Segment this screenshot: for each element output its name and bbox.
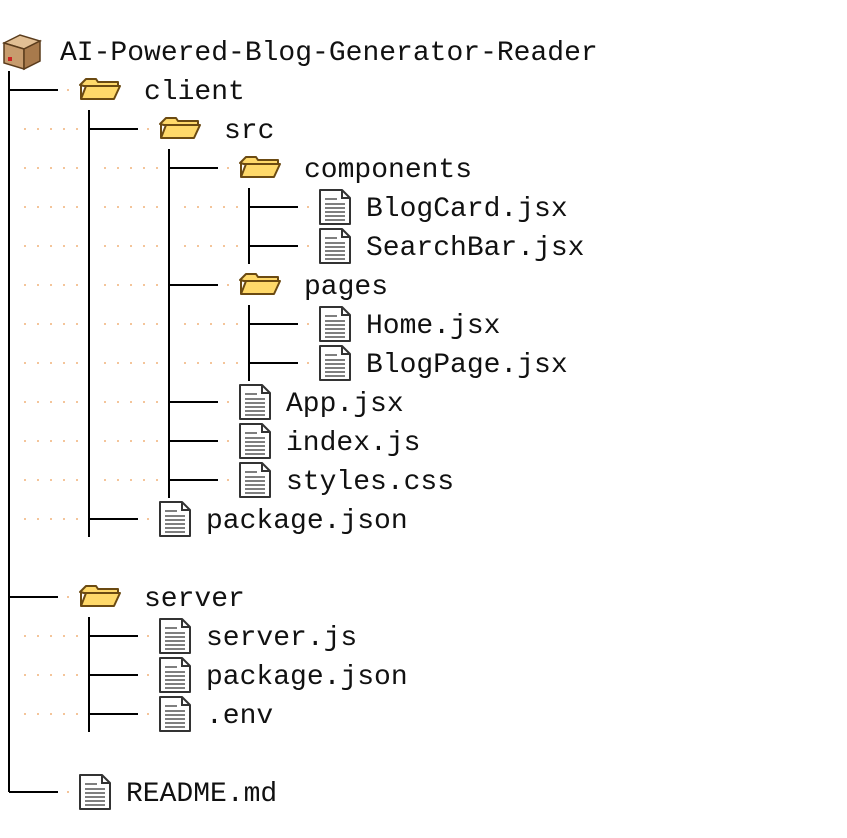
file-node-server-js: server.js — [159, 618, 357, 654]
node-label: App.jsx — [286, 389, 404, 420]
file-icon — [319, 189, 351, 225]
folder-icon — [79, 78, 121, 100]
node-label: BlogCard.jsx — [366, 194, 568, 225]
folder-node-src: src — [159, 116, 274, 147]
file-icon — [79, 774, 111, 810]
node-label: styles.css — [286, 467, 454, 498]
file-node-package-json: package.json — [159, 501, 408, 537]
node-label: index.js — [286, 428, 420, 459]
node-label: README.md — [126, 779, 277, 810]
file-icon — [319, 345, 351, 381]
package-box-icon — [3, 34, 41, 70]
folder-icon — [239, 273, 281, 295]
node-label: AI-Powered-Blog-Generator-Reader — [60, 38, 598, 69]
node-label: Home.jsx — [366, 311, 500, 342]
file-node-index-js: index.js — [239, 423, 420, 459]
file-node-blogpage-jsx: BlogPage.jsx — [319, 345, 568, 381]
folder-node-ai-powered-blog-generator-reader: AI-Powered-Blog-Generator-Reader — [3, 34, 598, 70]
folder-icon — [159, 117, 201, 139]
file-node-env: .env — [159, 696, 273, 732]
node-label: BlogPage.jsx — [366, 350, 568, 381]
node-label: .env — [206, 701, 273, 732]
folder-icon — [79, 585, 121, 607]
folder-node-server: server — [79, 584, 245, 615]
file-node-searchbar-jsx: SearchBar.jsx — [319, 228, 584, 264]
file-icon — [239, 462, 271, 498]
file-icon — [159, 618, 191, 654]
node-label: src — [224, 116, 274, 147]
file-icon — [159, 696, 191, 732]
node-label: server — [144, 584, 245, 615]
file-icon — [239, 384, 271, 420]
file-node-package-json: package.json — [159, 657, 408, 693]
node-label: pages — [304, 272, 388, 303]
folder-node-components: components — [239, 155, 472, 186]
node-label: SearchBar.jsx — [366, 233, 584, 264]
file-node-app-jsx: App.jsx — [239, 384, 404, 420]
folder-node-client: client — [79, 77, 245, 108]
file-icon — [239, 423, 271, 459]
file-icon — [319, 228, 351, 264]
node-label: package.json — [206, 662, 408, 693]
file-node-readme-md: README.md — [79, 774, 277, 810]
node-label: client — [144, 77, 245, 108]
node-label: server.js — [206, 623, 357, 654]
file-node-home-jsx: Home.jsx — [319, 306, 500, 342]
folder-icon — [239, 156, 281, 178]
file-node-blogcard-jsx: BlogCard.jsx — [319, 189, 568, 225]
file-icon — [159, 501, 191, 537]
file-node-styles-css: styles.css — [239, 462, 454, 498]
file-icon — [159, 657, 191, 693]
folder-node-pages: pages — [239, 272, 388, 303]
node-label: components — [304, 155, 472, 186]
node-label: package.json — [206, 506, 408, 537]
file-icon — [319, 306, 351, 342]
